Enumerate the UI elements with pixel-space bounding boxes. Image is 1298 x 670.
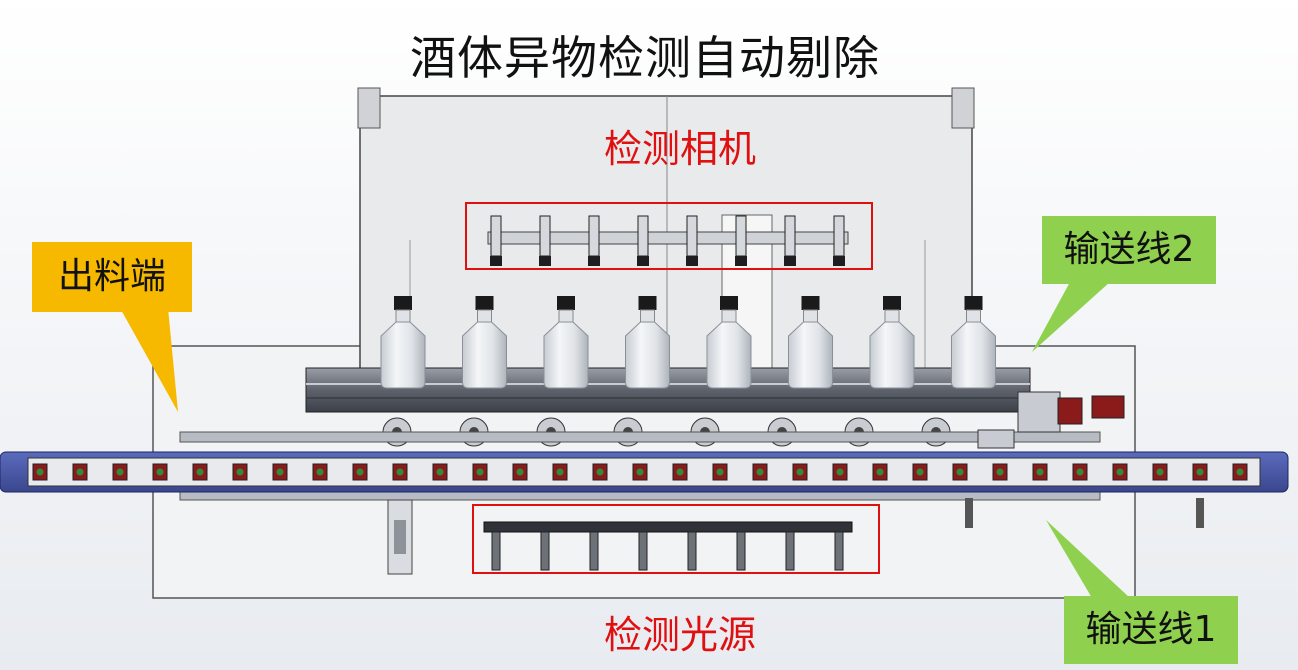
camera-label: 检测相机 (604, 127, 757, 171)
chain-link (312, 463, 328, 481)
chain-link (1072, 463, 1088, 481)
camera-array (487, 215, 849, 266)
camera-unit (637, 215, 649, 266)
chain-link (552, 463, 568, 481)
chain-link (792, 463, 808, 481)
light-unit (834, 531, 844, 571)
camera-unit (686, 215, 698, 266)
bottle (625, 296, 670, 389)
chain-link (992, 463, 1008, 481)
camera-unit (833, 215, 845, 266)
bottle (462, 296, 507, 389)
outlet-callout-pointer (120, 308, 178, 412)
chain-link (472, 463, 488, 481)
sensor-bracket (965, 498, 1204, 528)
chain-link (752, 463, 768, 481)
chain-link (1192, 463, 1208, 481)
bottle (951, 296, 996, 389)
chain-link (32, 463, 48, 481)
bottle (543, 296, 589, 389)
light-unit (687, 531, 697, 571)
bottle (869, 296, 915, 389)
camera-unit (588, 215, 600, 266)
chain-link (1112, 463, 1128, 481)
bottle-row (380, 296, 996, 389)
conveyor-chain (32, 463, 1248, 481)
chain-link (592, 463, 608, 481)
light-highlight-box (472, 504, 880, 574)
chain-link (672, 463, 688, 481)
camera-unit (539, 215, 551, 266)
bottle (788, 296, 833, 389)
chain-link (632, 463, 648, 481)
line2-callout-pointer (1032, 282, 1110, 352)
chain-link (952, 463, 968, 481)
chain-link (152, 463, 168, 481)
chain-link (1032, 463, 1048, 481)
diagram-title: 酒体异物检测自动剔除 (410, 31, 880, 85)
chain-link (712, 463, 728, 481)
chain-link (512, 463, 528, 481)
line2-callout: 输送线2 (1042, 216, 1216, 284)
chain-link (1232, 463, 1248, 481)
light-unit (589, 531, 599, 571)
line1-callout: 输送线1 (1064, 596, 1238, 664)
light-unit (638, 531, 648, 571)
light-unit (785, 531, 795, 571)
chain-link (272, 463, 288, 481)
line1-callout-pointer (1046, 520, 1130, 598)
chain-link (912, 463, 928, 481)
light-source-array (483, 521, 853, 571)
bottle (706, 296, 752, 389)
chain-link (192, 463, 208, 481)
light-unit (540, 531, 550, 571)
drive-motor (977, 391, 1125, 449)
chain-link (232, 463, 248, 481)
light-unit (736, 531, 746, 571)
chain-link (432, 463, 448, 481)
camera-highlight-box (465, 202, 873, 270)
outlet-callout: 出料端 (32, 242, 192, 312)
chain-link (352, 463, 368, 481)
camera-unit (784, 215, 796, 266)
camera-unit (490, 215, 502, 266)
camera-unit (735, 215, 747, 266)
bottle (380, 296, 426, 389)
chain-link (872, 463, 888, 481)
light-unit (491, 531, 501, 571)
chain-link (72, 463, 88, 481)
light-label: 检测光源 (604, 613, 757, 657)
chain-link (832, 463, 848, 481)
chain-link (112, 463, 128, 481)
chain-link (1152, 463, 1168, 481)
chain-link (392, 463, 408, 481)
